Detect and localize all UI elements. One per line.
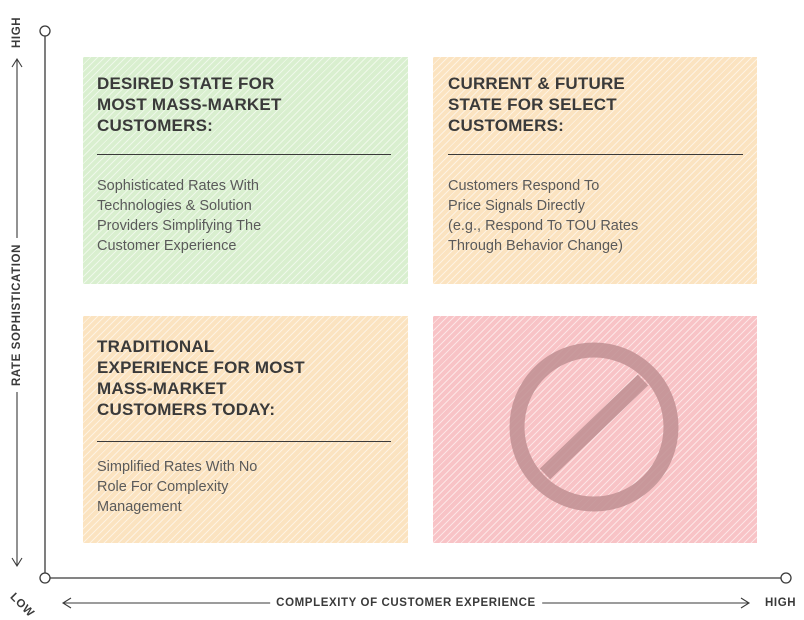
quadrant-description: Customers Respond To Price Signals Direc… (448, 178, 639, 254)
x-arrow-right-head (740, 597, 751, 609)
quadrant-traditional-experience: TRADITIONAL EXPERIENCE FOR MOST MASS-MAR… (83, 316, 408, 543)
quadrant-title: TRADITIONAL EXPERIENCE FOR MOST MASS-MAR… (97, 337, 305, 419)
x-axis-title: COMPLEXITY OF CUSTOMER EXPERIENCE (270, 597, 542, 609)
y-axis-high-label: HIGH (11, 16, 23, 48)
quadrant-not-viable (433, 316, 757, 543)
y-arrow-down-head (11, 557, 23, 568)
quadrant-desired-state: DESIRED STATE FOR MOST MASS-MARKET CUSTO… (83, 57, 408, 284)
x-axis-high-label: HIGH (765, 597, 797, 609)
y-axis-top-circle (39, 25, 51, 37)
quadrant-description: Simplified Rates With No Role For Comple… (97, 459, 258, 515)
quadrant-description: Sophisticated Rates With Technologies & … (97, 178, 262, 254)
y-arrow-up-head (11, 57, 23, 68)
prohibited-icon (509, 342, 679, 512)
origin-circle (39, 572, 51, 584)
quadrant-divider (448, 154, 743, 155)
y-axis-title: RATE SOPHISTICATION (11, 238, 23, 392)
quadrant-divider (97, 154, 391, 155)
quadrant-title: CURRENT & FUTURE STATE FOR SELECT CUSTOM… (448, 74, 625, 135)
quadrant-current-future-state: CURRENT & FUTURE STATE FOR SELECT CUSTOM… (433, 57, 757, 284)
x-arrow-left-head (61, 597, 72, 609)
quadrant-title: DESIRED STATE FOR MOST MASS-MARKET CUSTO… (97, 74, 282, 135)
quadrant-divider (97, 441, 391, 442)
x-axis-end-circle (780, 572, 792, 584)
